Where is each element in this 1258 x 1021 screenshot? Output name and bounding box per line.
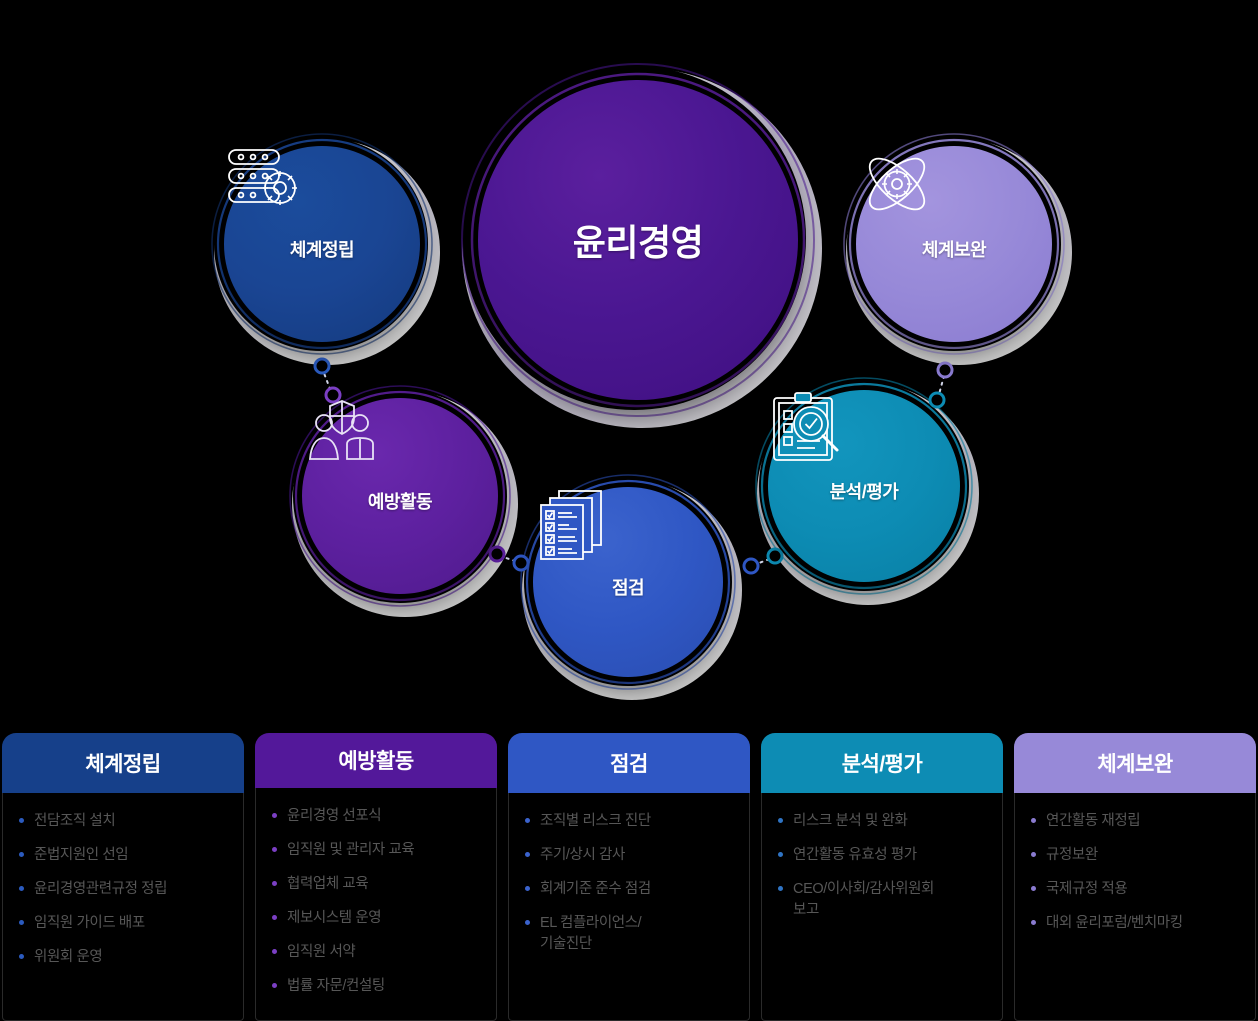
- node-label-prevention-activity: 예방활동: [367, 492, 433, 512]
- card-header-prevention-activity: 예방활동: [255, 733, 497, 788]
- process-diagram: 윤리경영 체계정립: [211, 63, 1072, 700]
- list-item: 임직원 및 관리자 교육: [272, 840, 480, 861]
- node-inspection[interactable]: 점검: [533, 487, 723, 677]
- card-header-system-improvement: 체계보완: [1014, 733, 1256, 793]
- node-label-analysis-evaluation: 분석/평가: [829, 482, 899, 502]
- node-label-inspection: 점검: [611, 578, 645, 598]
- card-header-inspection: 점검: [508, 733, 750, 793]
- list-item: 연간활동 재정립: [1031, 811, 1239, 832]
- list-item: 연간활동 유효성 평가: [778, 845, 986, 866]
- node-prevention-activity[interactable]: 예방활동: [302, 398, 498, 594]
- connector-3: [742, 547, 784, 575]
- list-item: 규정보완: [1031, 845, 1239, 866]
- list-item: 전담조직 설치: [19, 811, 227, 832]
- list-item: 위원회 운영: [19, 947, 227, 968]
- node-label-system-establishment: 체계정립: [289, 240, 355, 260]
- node-analysis-evaluation[interactable]: 분석/평가: [768, 390, 960, 582]
- list-item: 법률 자문/컨설팅: [272, 976, 480, 997]
- list-item: CEO/이사회/감사위원회 보고: [778, 879, 986, 921]
- list-item: 주기/상시 감사: [525, 845, 733, 866]
- list-item: 회계기준 준수 점검: [525, 879, 733, 900]
- list-item: 윤리경영 선포식: [272, 806, 480, 827]
- card-header-analysis-evaluation: 분석/평가: [761, 733, 1003, 793]
- list-item: 제보시스템 운영: [272, 908, 480, 929]
- list-item: 국제규정 적용: [1031, 879, 1239, 900]
- center-node-label: 윤리경영: [572, 222, 704, 263]
- node-label-system-improvement: 체계보완: [921, 240, 987, 260]
- node-system-improvement[interactable]: 체계보완: [856, 146, 1052, 342]
- connector-2: [488, 545, 530, 572]
- card-header-system-establishment: 체계정립: [2, 733, 244, 793]
- connector-1: [313, 357, 342, 404]
- node-system-establishment[interactable]: 체계정립: [224, 146, 420, 342]
- center-node-ethical-management[interactable]: 윤리경영: [478, 80, 798, 400]
- list-item: 준법지원인 선임: [19, 845, 227, 866]
- connector-4: [928, 361, 954, 409]
- list-item: 리스크 분석 및 완화: [778, 811, 986, 832]
- list-item: 윤리경영관련규정 정립: [19, 879, 227, 900]
- list-item: 협력업체 교육: [272, 874, 480, 895]
- list-item: 임직원 서약: [272, 942, 480, 963]
- list-item: 대외 윤리포럼/벤치마킹: [1031, 913, 1239, 934]
- list-item: 임직원 가이드 배포: [19, 913, 227, 934]
- list-item: 조직별 리스크 진단: [525, 811, 733, 832]
- list-item: EL 컴플라이언스/ 기술진단: [525, 913, 733, 955]
